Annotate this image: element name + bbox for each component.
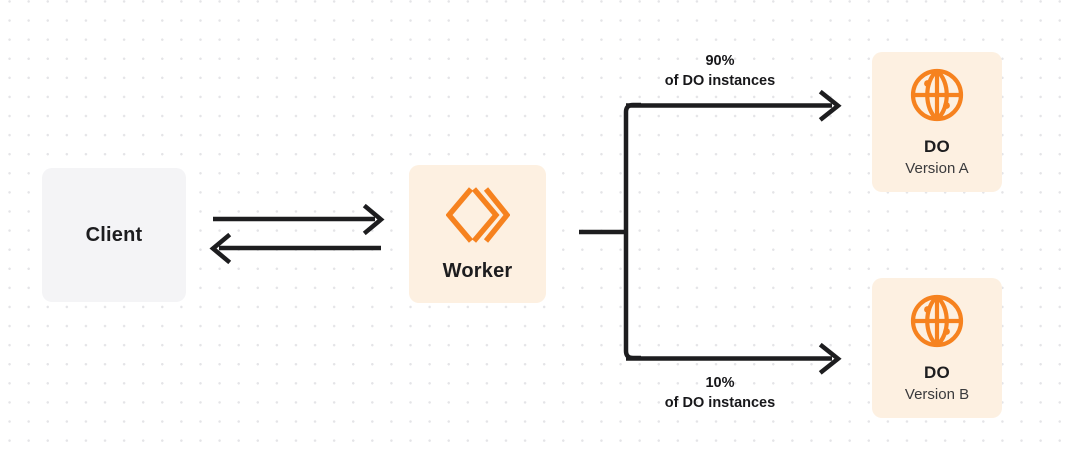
- node-do-a-label: DO: [924, 136, 950, 156]
- node-do-b[interactable]: DO Version B: [872, 278, 1002, 418]
- node-do-b-label: DO: [924, 362, 950, 382]
- arrow-worker-to-do-a: [626, 89, 842, 122]
- arrow-client-to-worker: [213, 203, 385, 236]
- globe-icon: [909, 293, 965, 349]
- edge-label-do-b-percent: 10%: [705, 375, 735, 391]
- node-do-a[interactable]: DO Version A: [872, 52, 1002, 192]
- globe-icon: [909, 67, 965, 123]
- edge-label-do-b-caption: of DO instances: [664, 394, 776, 411]
- node-client-label: Client: [85, 223, 143, 246]
- split-bus-connector: [579, 102, 641, 361]
- arrow-worker-to-do-b: [626, 342, 842, 375]
- edge-label-do-a-percent: 90%: [705, 53, 735, 69]
- node-do-b-sublabel: Version B: [904, 385, 970, 403]
- cloudflare-workers-icon: [444, 186, 510, 244]
- edge-label-do-b: 10% of DO instances: [608, 374, 832, 413]
- node-worker-label: Worker: [442, 259, 513, 282]
- node-client[interactable]: Client: [42, 168, 186, 302]
- node-worker[interactable]: Worker: [409, 165, 546, 303]
- edge-label-do-a: 90% of DO instances: [608, 52, 832, 91]
- node-do-a-sublabel: Version A: [905, 159, 969, 177]
- arrow-worker-to-client: [209, 232, 381, 265]
- edge-label-do-a-caption: of DO instances: [664, 72, 776, 89]
